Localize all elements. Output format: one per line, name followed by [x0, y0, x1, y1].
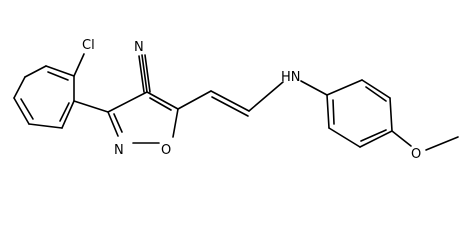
- bond: [332, 99, 335, 125]
- bond: [24, 65, 47, 78]
- ring-oxygen-label: O: [161, 143, 171, 158]
- bond: [326, 79, 363, 96]
- ring-nitrogen-label: N: [114, 143, 124, 158]
- bond: [425, 136, 459, 151]
- bonds: [13, 53, 459, 151]
- bond: [149, 97, 172, 111]
- bond: [361, 79, 391, 99]
- bond: [61, 100, 75, 129]
- methoxy-oxygen-label: O: [411, 147, 421, 162]
- nitrile-nitrogen-label: N: [134, 40, 144, 55]
- amine-label: HN: [281, 70, 301, 85]
- atom-labels: Cl N N O HN O: [82, 38, 421, 162]
- bond: [359, 130, 393, 148]
- bond: [73, 53, 85, 77]
- bond: [365, 86, 387, 102]
- bond: [360, 129, 387, 142]
- bond: [328, 127, 361, 148]
- chemical-structure-diagram: Cl N N O HN O: [13, 38, 459, 162]
- bond: [300, 80, 328, 96]
- bond: [20, 98, 34, 120]
- bond: [45, 65, 75, 77]
- bond: [391, 130, 412, 147]
- bond: [177, 90, 212, 110]
- bond: [248, 81, 284, 112]
- bond: [47, 71, 69, 81]
- chlorine-atom-label: Cl: [82, 38, 95, 53]
- bond: [144, 54, 151, 93]
- bond: [326, 94, 330, 129]
- bond: [107, 111, 119, 137]
- bond: [389, 97, 393, 132]
- bond: [73, 100, 109, 113]
- bond: [211, 96, 249, 117]
- bond: [107, 91, 148, 113]
- bond: [210, 90, 250, 112]
- bond: [59, 102, 70, 122]
- bond: [146, 91, 179, 110]
- bond: [13, 97, 30, 125]
- bond: [141, 54, 148, 93]
- bond: [13, 76, 26, 99]
- bond: [138, 55, 145, 93]
- bond: [113, 113, 123, 133]
- bond: [28, 123, 63, 129]
- bond: [172, 108, 179, 138]
